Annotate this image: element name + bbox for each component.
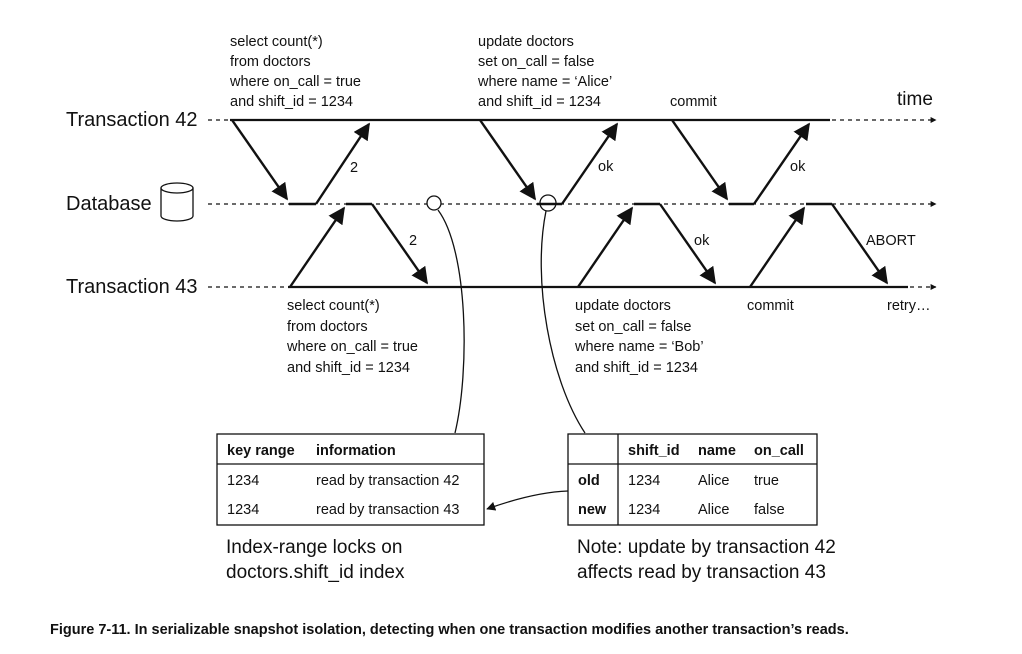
query-line: select count(*)	[287, 298, 380, 314]
query-line: and shift_id = 1234	[575, 360, 698, 376]
t43-commit-label: commit	[747, 298, 794, 314]
t43-select-query: select count(*) from doctors where on_ca…	[286, 298, 418, 376]
t43-retry-label: retry…	[887, 298, 931, 314]
version-table-row-label: new	[578, 502, 607, 518]
lane-label-transaction-43: Transaction 43	[66, 276, 198, 298]
version-to-lock-arrow	[486, 490, 569, 511]
lock-table-header: information	[316, 443, 396, 459]
response-t42-update: ok	[598, 159, 614, 175]
version-table-cell: 1234	[628, 502, 660, 518]
query-line: update doctors	[575, 298, 671, 314]
t43-commit-roundtrip	[749, 202, 888, 288]
version-table-caption: affects read by transaction 43	[577, 562, 826, 583]
response-t43-select: 2	[409, 233, 417, 249]
version-table-caption: Note: update by transaction 42	[577, 537, 836, 558]
lock-table-cell: 1234	[227, 473, 259, 489]
row-version-table: shift_id name on_call old 1234 Alice tru…	[567, 433, 818, 526]
lane-label-transaction-42: Transaction 42	[66, 109, 198, 131]
version-callout-connector	[540, 210, 586, 434]
query-line: and shift_id = 1234	[230, 94, 353, 110]
t43-update-roundtrip	[577, 202, 716, 288]
lane-label-database: Database	[66, 193, 152, 215]
t42-update-query: update doctors set on_call = false where…	[477, 34, 612, 110]
t42-commit-label: commit	[670, 94, 717, 110]
query-line: set on_call = false	[575, 319, 691, 335]
query-line: update doctors	[478, 34, 574, 50]
version-table-cell: Alice	[698, 473, 729, 489]
query-line: set on_call = false	[478, 54, 594, 70]
lock-table-header: key range	[227, 443, 295, 459]
query-line: where name = ‘Alice’	[477, 74, 612, 90]
version-table-header: shift_id	[628, 443, 680, 459]
response-t42-select: 2	[350, 160, 358, 176]
query-line: from doctors	[230, 54, 311, 70]
t42-select-query: select count(*) from doctors where on_ca…	[229, 34, 361, 110]
lock-table-caption: Index-range locks on	[226, 537, 402, 558]
lock-table-caption: doctors.shift_id index	[226, 562, 405, 583]
version-table-header: name	[698, 443, 736, 459]
index-range-lock-table: key range information 1234 read by trans…	[216, 433, 485, 526]
t42-update-roundtrip	[479, 119, 618, 206]
lock-table-cell: read by transaction 43	[316, 502, 459, 518]
database-icon	[160, 182, 194, 222]
version-table-header: on_call	[754, 443, 804, 459]
lock-callout-connector	[437, 209, 465, 434]
query-line: select count(*)	[230, 34, 323, 50]
version-callout-marker	[539, 194, 557, 212]
time-axis-label: time	[897, 89, 933, 110]
t43-update-query: update doctors set on_call = false where…	[574, 298, 704, 376]
t43-select-roundtrip	[289, 202, 428, 288]
query-line: where on_call = true	[229, 74, 361, 90]
query-line: from doctors	[287, 319, 368, 335]
version-table-cell: true	[754, 473, 779, 489]
t42-select-roundtrip	[231, 119, 371, 206]
version-table-cell: Alice	[698, 502, 729, 518]
t42-commit-roundtrip	[671, 119, 810, 206]
query-line: and shift_id = 1234	[478, 94, 601, 110]
response-t43-update: ok	[694, 233, 710, 249]
lock-table-cell: 1234	[227, 502, 259, 518]
version-table-cell: false	[754, 502, 785, 518]
response-t43-commit: ABORT	[866, 233, 916, 249]
lock-callout-marker	[426, 195, 442, 211]
query-line: where name = ‘Bob’	[574, 339, 704, 355]
lock-table-cell: read by transaction 42	[316, 473, 459, 489]
response-t42-commit: ok	[790, 159, 806, 175]
version-table-cell: 1234	[628, 473, 660, 489]
query-line: where on_call = true	[286, 339, 418, 355]
figure-caption: Figure 7-11. In serializable snapshot is…	[50, 622, 849, 638]
version-table-row-label: old	[578, 473, 600, 489]
query-line: and shift_id = 1234	[287, 360, 410, 376]
